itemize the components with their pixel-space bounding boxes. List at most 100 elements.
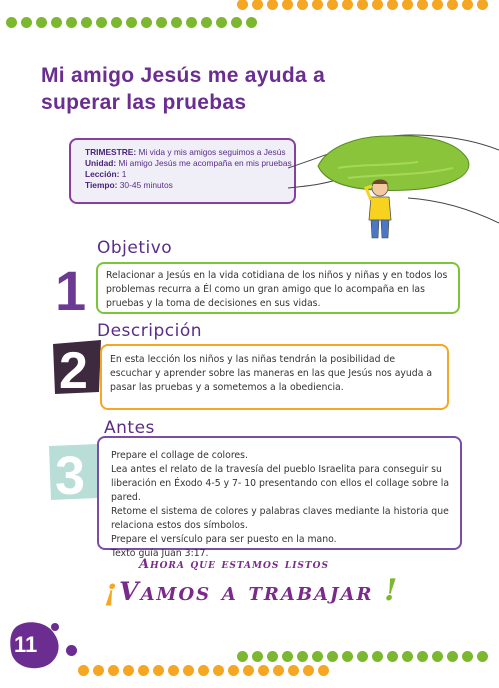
- number-3-badge: 3: [49, 444, 99, 500]
- antes-box: Prepare el collage de colores. Lea antes…: [97, 436, 462, 559]
- decorative-dot: [36, 17, 47, 28]
- decorative-dot: [342, 651, 353, 662]
- decorative-dot: [258, 665, 269, 676]
- decorative-dot: [231, 17, 242, 28]
- decorative-dot: [246, 17, 257, 28]
- antes-item: Prepare el versículo para ser puesto en …: [111, 534, 337, 545]
- decorative-dot: [81, 17, 92, 28]
- number-2-badge: 2: [53, 340, 101, 394]
- decorative-dot: [51, 17, 62, 28]
- number-1-glyph: 1: [55, 260, 86, 316]
- decorative-dot: [141, 17, 152, 28]
- decorative-dot: [201, 17, 212, 28]
- decorative-dot: [6, 17, 17, 28]
- decorative-dot: [303, 665, 314, 676]
- decorative-dot: [237, 651, 248, 662]
- bottom-orange-dots: [78, 665, 329, 676]
- decorative-dot: [252, 0, 263, 10]
- decorative-dot: [327, 0, 338, 10]
- decorative-dot: [108, 665, 119, 676]
- decorative-dot: [153, 665, 164, 676]
- banner-title: ¡Vamos a trabajar !: [104, 573, 399, 608]
- decorative-dot: [447, 651, 458, 662]
- banner-close-exclamation: !: [384, 573, 400, 608]
- decorative-dot: [186, 17, 197, 28]
- decorative-dot: [111, 17, 122, 28]
- decorative-dot: [432, 651, 443, 662]
- decorative-dot: [417, 651, 428, 662]
- bottom-green-dots: [237, 651, 488, 662]
- decorative-dot: [477, 0, 488, 10]
- section-2-heading: Descripción: [97, 321, 203, 341]
- decorative-dot: [462, 651, 473, 662]
- decorative-dot: [297, 0, 308, 10]
- boy-looking-at-hill-illustration: [288, 134, 499, 239]
- decorative-dot: [477, 651, 488, 662]
- tiempo-row: Tiempo: 30-45 minutos: [85, 180, 173, 190]
- decorative-dot: [96, 17, 107, 28]
- banner-subtitle: Ahora que estamos listos: [139, 557, 329, 572]
- decorative-dot: [183, 665, 194, 676]
- decorative-dot: [243, 665, 254, 676]
- decorative-dot: [198, 665, 209, 676]
- decorative-dot: [123, 665, 134, 676]
- antes-item: Texto guía Juan 3:17.: [111, 548, 209, 559]
- leccion-row: Lección: 1: [85, 169, 127, 179]
- decorative-dot: [237, 0, 248, 10]
- objetivo-text: Relacionar a Jesús en la vida cotidiana …: [106, 270, 448, 309]
- antes-item: Retome el sistema de colores y palabras …: [111, 506, 449, 531]
- page-title: Mi amigo Jesús me ayuda a superar las pr…: [41, 64, 326, 114]
- decorative-dot: [462, 0, 473, 10]
- number-1-badge: 1: [51, 260, 95, 316]
- decorative-dot: [327, 651, 338, 662]
- decorative-dot: [168, 665, 179, 676]
- decorative-dot: [387, 0, 398, 10]
- descripcion-box: En esta lección los niños y las niñas te…: [100, 344, 449, 410]
- antes-item: Lea antes el relato de la travesía del p…: [111, 464, 450, 503]
- decorative-dot: [267, 651, 278, 662]
- decorative-dot: [138, 665, 149, 676]
- section-3-heading: Antes: [104, 418, 155, 438]
- decorative-dot: [126, 17, 137, 28]
- top-orange-dots: [237, 0, 488, 10]
- lesson-info-box: TRIMESTRE: Mi vida y mis amigos seguimos…: [69, 138, 296, 204]
- decorative-dot: [357, 651, 368, 662]
- decorative-dot: [402, 651, 413, 662]
- decorative-dot: [402, 0, 413, 10]
- unidad-row: Unidad: Mi amigo Jesús me acompaña en mi…: [85, 158, 292, 168]
- decorative-dot: [171, 17, 182, 28]
- section-1-heading: Objetivo: [97, 238, 173, 258]
- decorative-dot: [213, 665, 224, 676]
- page-number-splash: [10, 622, 59, 669]
- decorative-dot: [288, 665, 299, 676]
- banner-open-exclamation: ¡: [104, 573, 120, 608]
- decorative-dot: [372, 651, 383, 662]
- trimestre-row: TRIMESTRE: Mi vida y mis amigos seguimos…: [85, 147, 286, 157]
- banner-main-text: Vamos a trabajar: [119, 577, 374, 606]
- decorative-dot: [312, 651, 323, 662]
- number-3-glyph: 3: [55, 446, 85, 500]
- decorative-dot: [357, 0, 368, 10]
- descripcion-text: En esta lección los niños y las niñas te…: [110, 354, 433, 393]
- decorative-dot: [66, 17, 77, 28]
- decorative-dot: [267, 0, 278, 10]
- decorative-dot: [312, 0, 323, 10]
- page-number: 11: [14, 632, 38, 657]
- decorative-dot: [297, 651, 308, 662]
- antes-item: Prepare el collage de colores.: [111, 450, 248, 461]
- page-dot: [66, 645, 77, 656]
- decorative-dot: [273, 665, 284, 676]
- decorative-dot: [417, 0, 428, 10]
- decorative-dot: [78, 665, 89, 676]
- decorative-dot: [372, 0, 383, 10]
- decorative-dot: [447, 0, 458, 10]
- decorative-dot: [156, 17, 167, 28]
- decorative-dot: [282, 651, 293, 662]
- decorative-dot: [228, 665, 239, 676]
- decorative-dot: [432, 0, 443, 10]
- decorative-dot: [387, 651, 398, 662]
- decorative-dot: [93, 665, 104, 676]
- decorative-dot: [282, 0, 293, 10]
- top-green-dots: [6, 17, 257, 28]
- objetivo-box: Relacionar a Jesús en la vida cotidiana …: [96, 262, 460, 314]
